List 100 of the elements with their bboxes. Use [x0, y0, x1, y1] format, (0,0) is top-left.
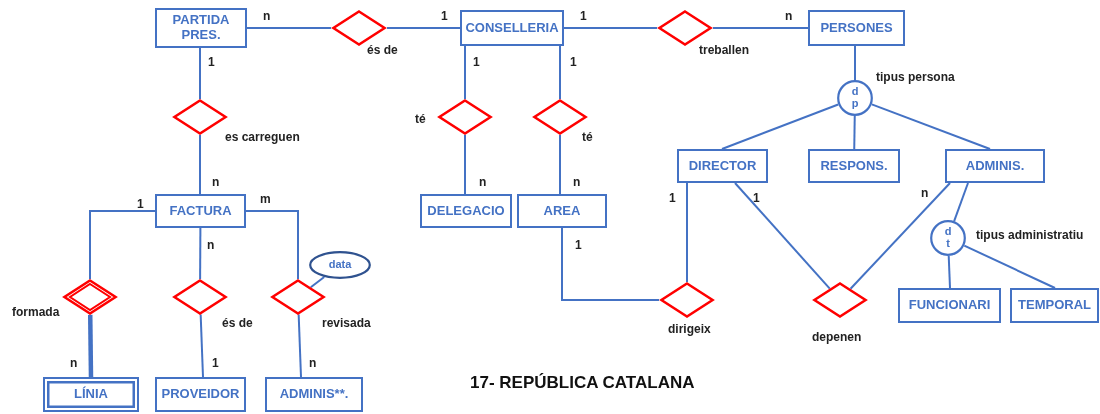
entity-name: LÍNIA: [74, 387, 108, 402]
entity-name: FACTURA: [169, 203, 232, 219]
entity-box: [265, 377, 363, 412]
relationship-diamond: [172, 279, 228, 315]
relationship-name: tipus administratiu: [976, 228, 1084, 242]
relationship-diamond: [172, 99, 228, 135]
relationship-diamond: [657, 10, 713, 46]
entity-box: [808, 149, 900, 183]
connector-line: [199, 47, 201, 100]
connector-line: [963, 244, 1056, 289]
connector-line: [563, 27, 658, 29]
connector-line: [199, 227, 202, 281]
entity-box: [1010, 288, 1099, 323]
connector-line: [721, 103, 840, 150]
cardinality-label: n: [309, 356, 317, 370]
specialization-letter: t: [946, 238, 950, 250]
specialization-circle: [930, 220, 966, 256]
connector-line: [853, 115, 856, 150]
connector-line: [559, 45, 561, 100]
relationship-diamond: [659, 282, 715, 318]
entity-box: [155, 377, 246, 412]
connector-line: [199, 313, 204, 378]
entity-name: ADMINIS**.: [279, 387, 349, 402]
cardinality-label: 1: [570, 55, 577, 69]
cardinality-label: n: [479, 175, 487, 189]
connector-line: [561, 227, 660, 301]
connector-line: [559, 134, 561, 195]
cardinality-label: 1: [441, 9, 448, 23]
connector-line: [297, 313, 302, 378]
entity-box: [517, 194, 607, 228]
cardinality-label: 1: [753, 191, 760, 205]
relationship-diamond: [270, 279, 326, 315]
entity-box: [677, 149, 768, 183]
relationship-diamond: [62, 279, 118, 315]
cardinality-label: m: [260, 192, 271, 206]
connector-line: [309, 276, 326, 289]
relationship-name: dirigeix: [668, 322, 711, 336]
connector-line: [686, 182, 688, 283]
entity-name: DELEGACIO: [427, 203, 505, 219]
attribute-name: data: [328, 259, 352, 271]
connector-line: [386, 27, 461, 29]
relationship-name: treballen: [699, 43, 749, 57]
relationship-name: té: [582, 130, 593, 144]
connector-line: [246, 27, 332, 29]
connector-line: [87, 314, 94, 378]
entity-box: [420, 194, 512, 228]
entity-name: AREA: [543, 203, 581, 219]
cardinality-label: n: [207, 238, 215, 252]
entity-box: [155, 8, 247, 48]
relationship-diamond: [331, 10, 387, 46]
entity-box: [808, 10, 905, 46]
connector-line: [854, 45, 856, 81]
relationship-name: es carreguen: [225, 130, 300, 144]
entity-box: [945, 149, 1045, 183]
entity-name: PROVEIDOR: [161, 387, 240, 402]
entity-name: PERSONES: [820, 20, 893, 36]
cardinality-label: n: [573, 175, 581, 189]
entity-box: [155, 194, 246, 228]
connector-line: [870, 103, 991, 150]
cardinality-label: n: [785, 9, 793, 23]
connector-line: [199, 134, 201, 195]
relationship-name: depenen: [812, 330, 862, 344]
connector-line: [953, 182, 969, 223]
connector-line: [947, 255, 951, 289]
relationship-diamond: [437, 99, 493, 135]
entity-box: [460, 10, 564, 46]
diagram-caption: 17- REPÚBLICA CATALANA: [470, 373, 695, 393]
cardinality-label: 1: [669, 191, 676, 205]
attribute-ellipse: [309, 251, 371, 279]
entity-name: CONSELLERIA: [465, 20, 559, 36]
cardinality-label: n: [263, 9, 271, 23]
entity-name: TEMPORAL: [1018, 298, 1091, 313]
cardinality-label: n: [921, 186, 929, 200]
cardinality-label: 1: [580, 9, 587, 23]
cardinality-label: n: [70, 356, 78, 370]
entity-name: DIRECTOR: [688, 158, 757, 174]
connector-line: [734, 182, 831, 290]
relationship-name: és de: [222, 316, 253, 330]
relationship-name: té: [415, 112, 426, 126]
connector-line: [849, 182, 951, 290]
connector-line: [464, 134, 466, 195]
entity-name: ADMINIS.: [965, 158, 1025, 174]
specialization-letter: d: [851, 86, 859, 98]
entity-name: FUNCIONARI: [908, 298, 991, 313]
connector-line: [464, 45, 466, 100]
cardinality-label: 1: [208, 55, 215, 69]
cardinality-label: 1: [575, 238, 582, 252]
entity-box: [43, 377, 139, 412]
entity-box: [898, 288, 1001, 323]
entity-name: PARTIDA PRES.: [171, 13, 231, 43]
entity-name: RESPONS.: [820, 158, 888, 174]
cardinality-label: 1: [473, 55, 480, 69]
relationship-name: tipus persona: [876, 70, 955, 84]
specialization-letter: p: [851, 98, 859, 110]
cardinality-label: n: [212, 175, 220, 189]
specialization-circle: [837, 80, 873, 116]
relationship-name: és de: [367, 43, 398, 57]
connector-line: [89, 210, 156, 280]
relationship-name: formada: [12, 305, 60, 319]
cardinality-label: 1: [212, 356, 219, 370]
